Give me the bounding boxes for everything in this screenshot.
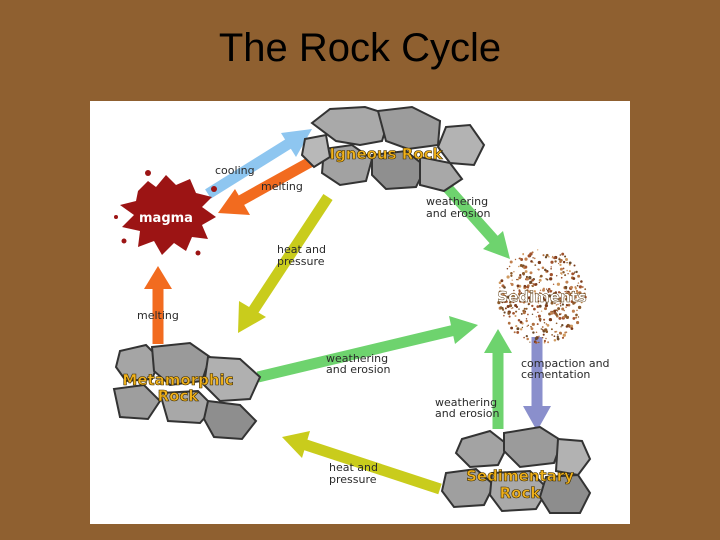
heat-pressure-arrow-sedimentary-to-metamorphic [282,431,442,495]
weathering-arrow-igneous-to-sediments [440,181,510,259]
igneous-rock-node: Igneous Rock [300,105,486,193]
weathering-label-bot-1: weathering [435,396,497,409]
compaction-label-1: compaction and [521,357,610,370]
metamorphic-rock-label-line1: Metamorphic [122,371,233,389]
weathering-label-mid-2: and erosion [326,363,390,376]
heat-pressure-arrow-igneous-to-metamorphic [238,193,333,333]
sedimentary-rock-label-line2: Rock [500,484,542,502]
sedimentary-rock-node: Sedimentary Rock [440,425,592,514]
metamorphic-rock-label-line2: Rock [158,387,200,405]
heat-pressure-label-top-1: heat and [277,243,326,256]
compaction-arrow [523,337,551,431]
cooling-label: cooling [215,164,255,177]
sediment-particles [497,249,587,344]
heat-pressure-label-bot-2: pressure [329,473,377,486]
compaction-label-2: cementation [521,368,590,381]
weathering-arrow-sedimentary-to-sediments [484,329,512,429]
melting-arrow-metamorphic-to-magma [144,266,172,344]
metamorphic-rock-node: Metamorphic Rock [112,341,262,441]
weathering-label-top-2: and erosion [426,207,490,220]
heat-pressure-label-bot-1: heat and [329,461,378,474]
rock-cycle-svg: Igneous Rock magma Sediments Metamorphic… [112,105,610,514]
igneous-rock-label: Igneous Rock [329,145,443,163]
heat-pressure-label-top-2: pressure [277,255,325,268]
slide-title: The Rock Cycle [218,26,502,70]
melting-label-top: melting [261,180,303,193]
weathering-label-bot-2: and erosion [435,407,499,420]
magma-node: magma [114,170,217,256]
cooling-arrow [205,129,312,199]
sediments-node: Sediments [497,249,587,344]
weathering-label-top-1: weathering [426,195,488,208]
melting-label-left: melting [137,309,179,322]
sedimentary-rock-label-line1: Sedimentary [466,467,574,485]
weathering-label-mid-1: weathering [326,352,388,365]
magma-label: magma [139,211,193,226]
weathering-arrow-metamorphic-to-sediments [256,316,478,383]
sediments-label: Sediments [497,288,587,306]
rock-cycle-diagram: Igneous Rock magma Sediments Metamorphic… [90,101,630,524]
melting-arrow-igneous-to-magma [218,156,315,215]
